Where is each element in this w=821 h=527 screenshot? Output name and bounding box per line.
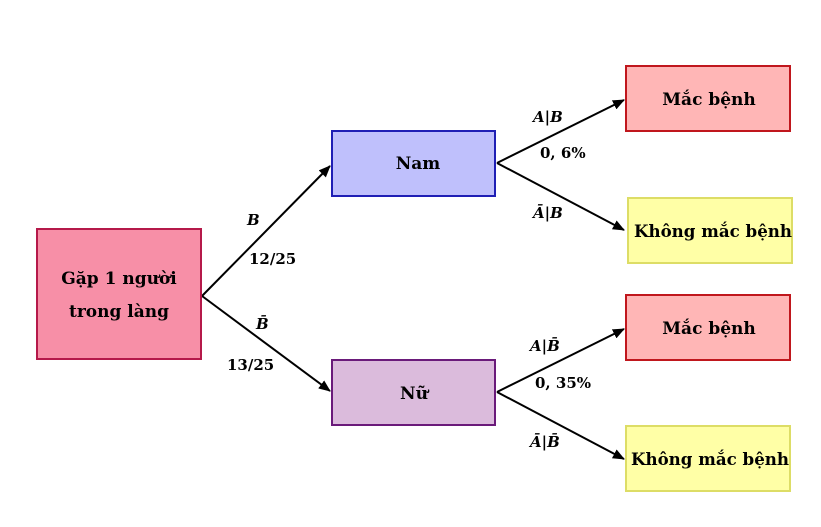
node-root-label-line1: Gặp 1 người (61, 269, 177, 289)
node-nu: Nữ (331, 359, 496, 426)
node-nam-healthy-label: Không mắc bệnh (634, 221, 792, 242)
node-nam-healthy: Không mắc bệnh (627, 197, 793, 264)
node-nu-sick-box (625, 294, 791, 361)
node-root: Gặp 1 người trong làng (36, 228, 202, 360)
node-root-box (36, 228, 202, 360)
edge-nu-healthy-event: Ā|B̄ (528, 432, 560, 451)
node-nu-sick: Mắc bệnh (625, 294, 791, 361)
node-nam-box (331, 130, 496, 197)
node-nu-label: Nữ (400, 384, 430, 404)
edge-root-nu-prob: 13/25 (227, 356, 274, 374)
edge-nam-sick (496, 99, 625, 164)
edge-root-nu-event: B̄ (255, 314, 269, 333)
edge-root-nam (201, 165, 331, 297)
node-nam-sick-box (625, 65, 791, 132)
edge-nu-sick (496, 328, 625, 393)
node-nu-healthy-box (625, 425, 791, 492)
node-nu-box (331, 359, 496, 426)
edge-nam-healthy (496, 162, 625, 231)
node-root-label-line2: trong làng (69, 302, 169, 322)
edge-nam-sick-prob: 0, 6% (540, 144, 586, 162)
node-nu-healthy: Không mắc bệnh (625, 425, 791, 492)
node-nam: Nam (331, 130, 496, 197)
node-nam-label: Nam (396, 154, 441, 174)
edge-nam-healthy-event: Ā|B (531, 203, 563, 222)
edge-nu-sick-prob: 0, 35% (535, 374, 591, 392)
node-nu-sick-label: Mắc bệnh (662, 318, 756, 339)
edge-nu-sick-event: A|B̄ (528, 336, 560, 355)
edge-nu-healthy (496, 391, 625, 460)
node-nam-sick: Mắc bệnh (625, 65, 791, 132)
node-nu-healthy-label: Không mắc bệnh (631, 449, 789, 470)
edge-root-nu (201, 295, 331, 392)
edge-nam-sick-event: A|B (531, 108, 563, 126)
node-nam-healthy-box (627, 197, 793, 264)
node-nam-sick-label: Mắc bệnh (662, 89, 756, 110)
edge-root-nam-event: B (246, 211, 260, 229)
edge-root-nam-prob: 12/25 (249, 250, 296, 268)
